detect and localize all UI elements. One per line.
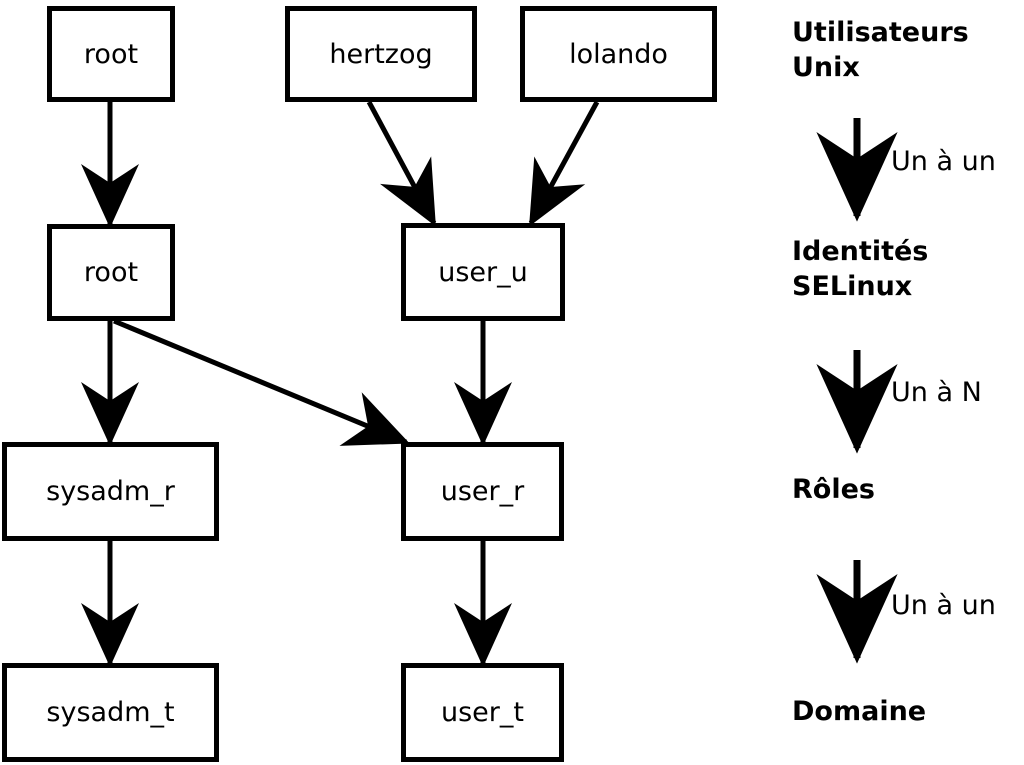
node-label: user_t bbox=[441, 697, 524, 728]
node-label: hertzog bbox=[329, 38, 433, 70]
node-label: root bbox=[83, 38, 139, 70]
node-label: root bbox=[83, 257, 139, 288]
node-identity-user-u[interactable]: user_u bbox=[401, 223, 565, 321]
node-domain-sysadm-t[interactable]: sysadm_t bbox=[2, 663, 219, 762]
edge-id-root-to-user-r bbox=[113, 318, 410, 446]
legend-layer-unix-users: Utilisateurs Unix bbox=[792, 17, 969, 83]
legend-layer-roles: Rôles bbox=[792, 474, 875, 505]
legend-relation-unix-to-identities: Un à un bbox=[891, 146, 996, 177]
node-domain-user-t[interactable]: user_t bbox=[401, 663, 564, 762]
node-label: lolando bbox=[569, 38, 668, 70]
node-role-user-r[interactable]: user_r bbox=[401, 442, 564, 541]
node-unix-hertzog[interactable]: hertzog bbox=[285, 6, 477, 102]
node-label: sysadm_t bbox=[46, 697, 175, 728]
node-label: sysadm_r bbox=[46, 476, 175, 507]
edge-lolando-to-user-u bbox=[528, 100, 600, 227]
legend-layer-domain: Domaine bbox=[792, 696, 927, 727]
node-label: user_r bbox=[440, 476, 525, 507]
node-role-sysadm-r[interactable]: sysadm_r bbox=[2, 442, 219, 541]
legend-relation-identities-to-roles: Un à N bbox=[891, 377, 982, 408]
node-unix-root[interactable]: root bbox=[47, 6, 175, 102]
node-unix-lolando[interactable]: lolando bbox=[520, 6, 717, 102]
node-identity-root[interactable]: root bbox=[47, 224, 175, 321]
edge-hertzog-to-user-u bbox=[366, 100, 437, 227]
node-label: user_u bbox=[438, 256, 528, 288]
legend-relation-roles-to-domain: Un à un bbox=[891, 590, 996, 621]
legend-layer-selinux-identities: Identités SELinux bbox=[792, 236, 929, 302]
